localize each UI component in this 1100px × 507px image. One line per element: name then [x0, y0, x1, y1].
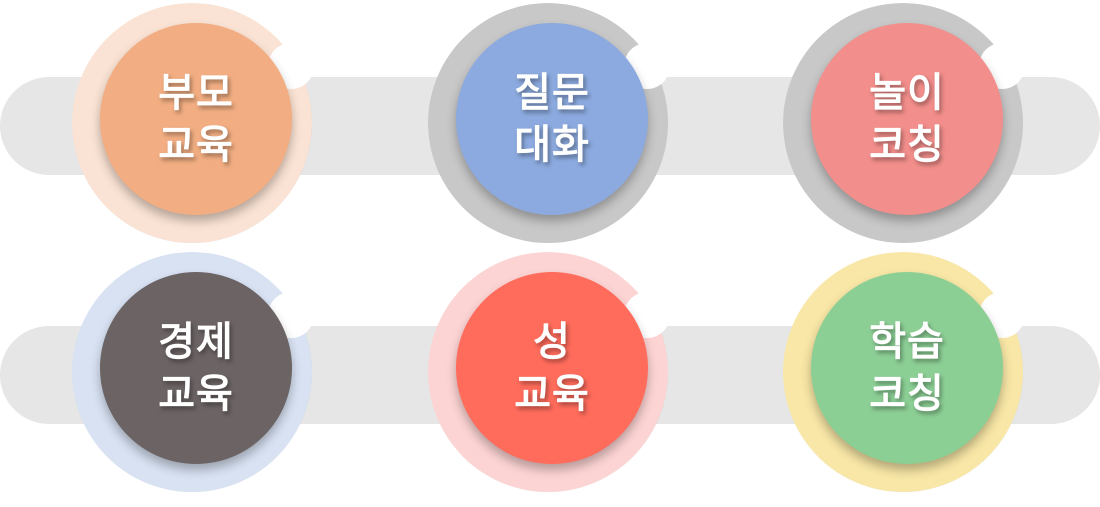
node-label-line2: 교육: [158, 122, 234, 168]
node-label-line2: 대화: [514, 122, 590, 168]
node-disc: 놀이 코칭: [811, 23, 1003, 215]
node-label-line1: 부모: [158, 70, 234, 116]
node-label-line2: 교육: [514, 371, 590, 417]
node-disc: 성 교육: [456, 272, 648, 464]
node-play-coaching: 놀이 코칭: [783, 3, 1025, 243]
node-disc: 학습 코칭: [811, 272, 1003, 464]
node-parent-education: 부모 교육: [72, 3, 314, 243]
node-label-line1: 놀이: [869, 70, 945, 116]
node-label-line1: 질문: [514, 70, 590, 116]
node-label-line1: 성: [533, 319, 571, 365]
node-question-dialogue: 질문 대화: [428, 3, 670, 243]
node-disc: 질문 대화: [456, 23, 648, 215]
node-label-line2: 코칭: [869, 122, 945, 168]
node-study-coaching: 학습 코칭: [783, 252, 1025, 492]
node-label-line2: 코칭: [869, 371, 945, 417]
node-disc: 부모 교육: [100, 23, 292, 215]
node-sex-education: 성 교육: [428, 252, 670, 492]
node-label-line1: 경제: [158, 319, 234, 365]
node-economic-education: 경제 교육: [72, 252, 314, 492]
node-label-line1: 학습: [869, 319, 945, 365]
node-disc: 경제 교육: [100, 272, 292, 464]
node-label-line2: 교육: [158, 371, 234, 417]
